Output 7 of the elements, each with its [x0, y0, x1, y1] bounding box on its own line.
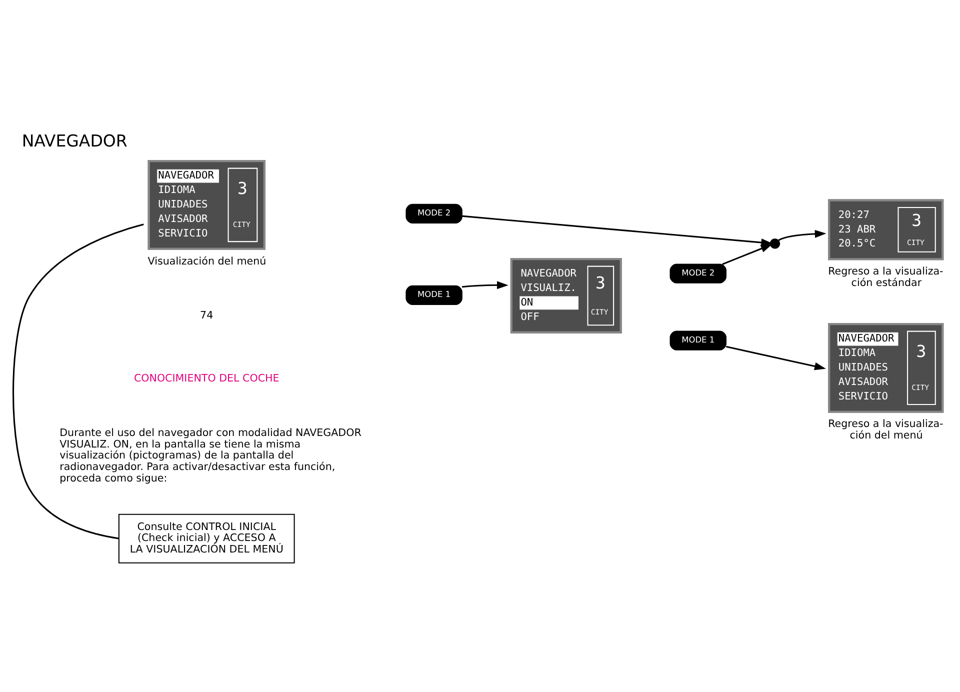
label: 74	[200, 309, 213, 322]
node-label: Visualización del menú	[147, 255, 266, 268]
diagram-title: NAVEGADOR	[21, 131, 127, 150]
node-label: Regreso a la visualiza- ción del menú	[828, 418, 943, 442]
label: Durante el uso del navegador con modalidad NAVEGADOR VISUALIZ. ON, en la pantalla se tiene la misma visualización (pictogramas) de la pantalla del radionavegador. Para activar/desactivar esta función, proceda como sigue:	[59, 427, 361, 484]
node-label: Regreso a la visualiza- ción estándar	[828, 266, 943, 289]
label: CONOCIMIENTO DEL COCHE	[133, 372, 279, 384]
